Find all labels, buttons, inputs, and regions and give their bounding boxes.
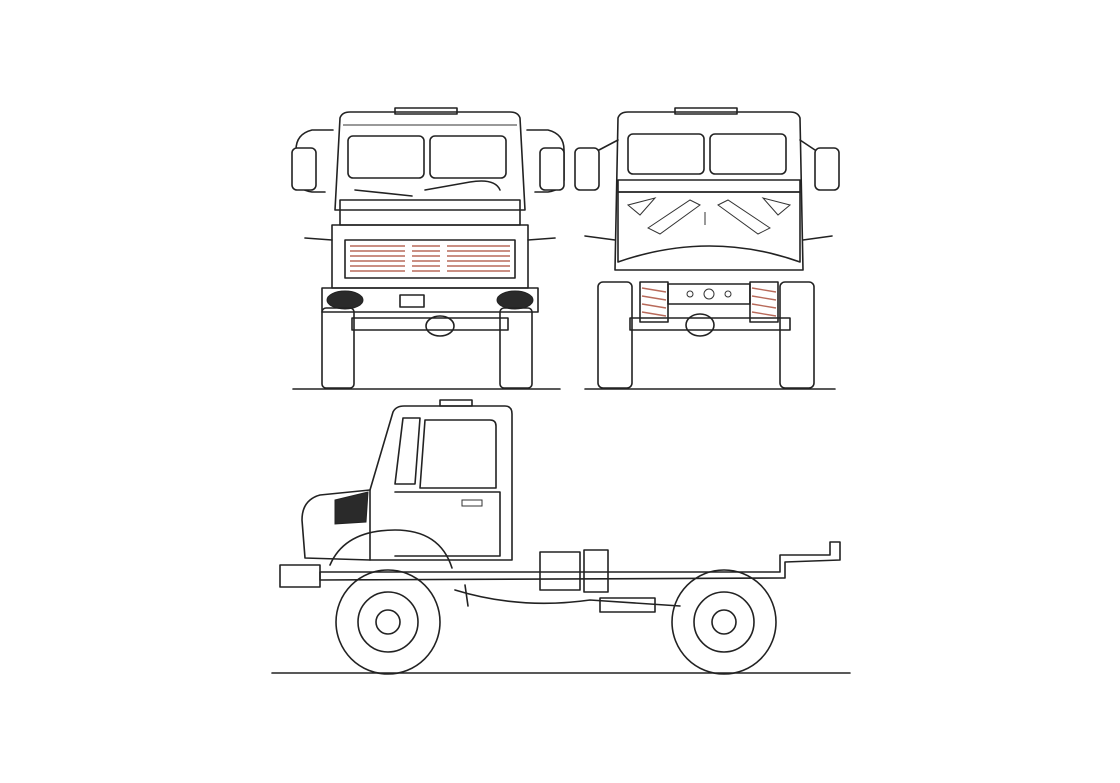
rear-view	[574, 107, 840, 390]
rear-wheel-left	[597, 281, 633, 389]
rear-springs	[639, 281, 779, 323]
front-headlight-left	[326, 290, 364, 310]
front-axle	[351, 317, 509, 331]
side-roof-hatch	[439, 399, 473, 407]
rear-axle	[629, 317, 791, 331]
side-front-bumper	[279, 564, 321, 588]
rear-crossmember	[667, 283, 751, 305]
front-wheel-left	[321, 307, 355, 389]
side-wheel-rear	[671, 569, 777, 675]
front-bumper	[321, 287, 539, 313]
side-view	[271, 399, 851, 675]
side-window-front	[394, 417, 421, 485]
front-cab	[334, 111, 526, 211]
side-door-handle	[461, 499, 483, 507]
side-chassis-frame	[319, 541, 841, 581]
rear-bulkhead	[617, 191, 801, 263]
front-mirror-left	[291, 147, 317, 191]
side-fuel-tank	[539, 551, 581, 591]
rear-differential	[685, 313, 715, 337]
rear-cab	[614, 111, 804, 271]
front-grille	[344, 239, 516, 279]
rear-wheel-right	[779, 281, 815, 389]
side-driveshaft	[454, 589, 681, 607]
front-roof-hatch	[394, 107, 458, 115]
front-wheel-right	[499, 307, 533, 389]
side-front-fender	[329, 529, 453, 569]
rear-window-right	[709, 133, 787, 175]
side-hood	[301, 489, 371, 561]
side-battery-box	[583, 549, 609, 593]
side-exhaust	[599, 597, 656, 613]
side-door	[394, 491, 501, 557]
front-hood	[339, 199, 521, 226]
front-plate-mount	[399, 294, 425, 308]
front-windshield-left	[347, 135, 425, 179]
rear-roof-hatch	[674, 107, 738, 115]
side-hood-vent	[334, 491, 369, 525]
rear-mirror-right	[814, 147, 840, 191]
side-door-window	[419, 419, 497, 489]
side-cab	[369, 405, 513, 561]
front-wiper-right	[424, 180, 501, 191]
front-headlight-right	[496, 290, 534, 310]
side-wheel-front	[335, 569, 441, 675]
rear-window-left	[627, 133, 705, 175]
rear-mirror-left	[574, 147, 600, 191]
front-wiper-left	[354, 189, 413, 197]
front-differential	[425, 315, 455, 337]
front-view	[291, 107, 565, 390]
front-mirror-right	[539, 147, 565, 191]
front-windshield-right	[429, 135, 507, 179]
